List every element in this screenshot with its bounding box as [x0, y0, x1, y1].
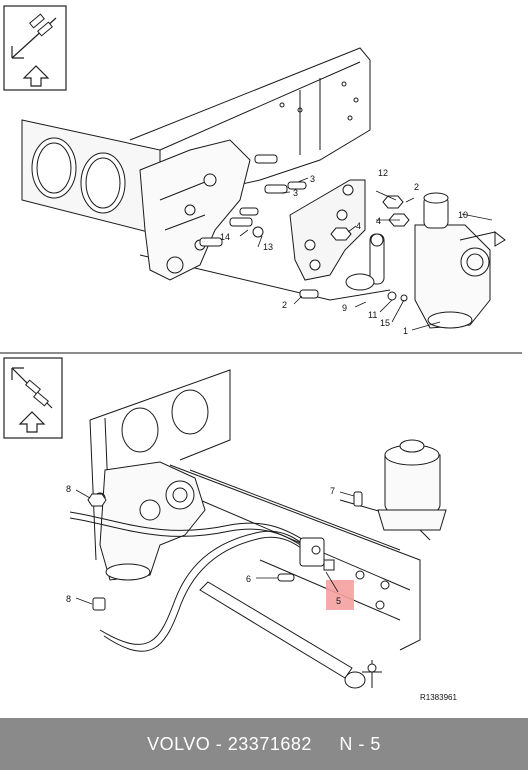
view-orientation-icon	[3, 357, 63, 439]
upper-callouts: 3 3 4 4 12 2 10 14 13 9 2 11 15 1	[220, 168, 468, 336]
footer-part-number: 23371682	[227, 733, 312, 754]
nut-set	[252, 195, 410, 299]
bolt-set-lower	[87, 491, 363, 582]
callout-3a: 3	[310, 174, 315, 184]
parts-diagram: 3 3 4 4 12 2 10 14 13 9 2 11 15 1	[0, 5, 522, 702]
lower-callouts: 8 8 6 7 5	[66, 484, 341, 606]
reference-code: R1383961	[420, 693, 457, 702]
leader-lines-upper	[239, 177, 493, 331]
fluid-reservoir	[377, 439, 447, 531]
mounting-bracket	[139, 139, 251, 281]
steering-gear-lower	[92, 461, 206, 611]
view-orientation-icon	[3, 5, 67, 91]
callout-14: 14	[220, 232, 230, 242]
leader-lines-lower	[75, 489, 355, 605]
pitman-arm	[345, 233, 408, 302]
bolt-set	[199, 154, 307, 247]
callout-5: 5	[336, 596, 341, 606]
callout-2b: 2	[282, 300, 287, 310]
hydraulic-hoses	[69, 511, 317, 652]
footer-position: N - 5	[339, 733, 381, 754]
callout-9: 9	[342, 303, 347, 313]
callout-6: 6	[246, 574, 251, 584]
callout-2a: 2	[414, 182, 419, 192]
callout-1: 1	[403, 326, 408, 336]
callout-3b: 3	[293, 188, 298, 198]
callout-7: 7	[330, 486, 335, 496]
callout-8b: 8	[66, 594, 71, 604]
callout-11: 11	[368, 310, 377, 320]
callout-4a: 4	[356, 221, 361, 231]
callout-13: 13	[263, 242, 273, 252]
footer-separator: -	[210, 733, 228, 754]
callout-12: 12	[378, 168, 388, 178]
steering-gear-upper	[414, 192, 506, 329]
callout-4b: 4	[376, 216, 381, 226]
footer-bar: VOLVO - 23371682 N - 5	[0, 718, 528, 770]
callout-15: 15	[380, 318, 390, 328]
drag-link	[199, 581, 382, 689]
highlighted-part-bracket	[326, 580, 354, 610]
footer-gap	[312, 734, 340, 755]
callout-10: 10	[458, 210, 468, 220]
footer-brand: VOLVO	[147, 733, 211, 754]
hose-fitting-block	[299, 537, 335, 571]
steering-bracket-plate	[289, 179, 366, 281]
callout-8a: 8	[66, 484, 71, 494]
